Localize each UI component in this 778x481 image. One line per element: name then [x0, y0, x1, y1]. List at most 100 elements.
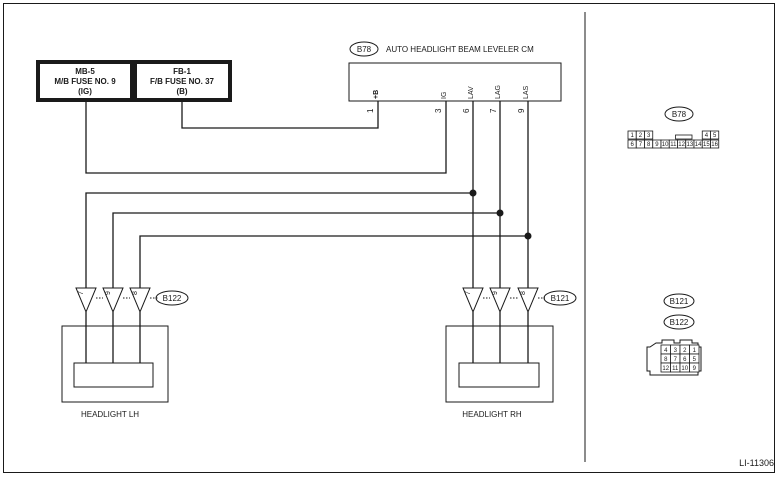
connector-b121-face-tag-label: B121: [670, 297, 689, 306]
b78-latch-notch: [675, 134, 693, 140]
b78-pin-1-label: 1: [630, 133, 634, 139]
fuse-fb-1-type: (B): [176, 87, 187, 96]
connector-terminal-lh-9: [102, 287, 124, 314]
pin-label-plus-b: +B: [373, 90, 380, 99]
connector-b121-tag-label: B121: [551, 294, 570, 303]
pin-label-las: LAS: [523, 85, 530, 99]
b78-pin-9-label: 9: [655, 142, 659, 148]
headlight-lh-label: HEADLIGHT LH: [81, 410, 139, 419]
b78-pin-2-label: 2: [639, 133, 643, 139]
wire-las-lh: [139, 235, 528, 288]
b78-pin-12: 12: [677, 139, 687, 149]
b78-pin-13: 13: [685, 139, 695, 149]
fuse-mb-5-box: [36, 60, 134, 102]
fuse-mb-5-name: MB-5: [75, 67, 95, 76]
connector-b121-face-tag: [663, 293, 695, 309]
pin-label-lav: LAV: [468, 86, 475, 99]
connector-b78-face-tag: [664, 106, 694, 122]
fuse-fb-1-box: [133, 60, 232, 102]
headlight-rh-actuator: [458, 362, 540, 388]
connector-terminal-rh-9: [489, 287, 511, 314]
wire-plus-b-pin1: [181, 100, 379, 129]
pin-number-3: 3: [434, 108, 443, 113]
b78-pin-3: 3: [644, 130, 654, 140]
headlight-rh: 7 9 8 B121 HEADLIGHT RH: [445, 287, 577, 419]
splice-las: [524, 232, 532, 240]
rh-pin-8: 8: [520, 291, 527, 295]
pin-label-lag: LAG: [495, 85, 502, 99]
b121-b122-pin-10: 10: [679, 362, 690, 373]
b78-pin-7: 7: [635, 139, 645, 149]
b78-pin-3-box: [644, 130, 654, 140]
lh-pin-7: 7: [78, 291, 85, 295]
connector-b122-tag-label: B122: [163, 294, 182, 303]
b121-b122-pin-11-label: 11: [672, 366, 679, 372]
b78-pin-1: 1: [627, 130, 637, 140]
fuse-mb-5: MB-5 M/B FUSE NO. 9 (IG): [36, 60, 134, 102]
b78-pin-15-label: 15: [703, 142, 710, 148]
fuse-mb-5-type: (IG): [78, 87, 92, 96]
b78-pin-5-box: [710, 130, 720, 140]
pin-number-7: 7: [489, 108, 498, 113]
connector-terminal-rh-8: [517, 287, 539, 314]
splice-lav: [469, 189, 477, 197]
b121-b122-pin-7-label: 7: [674, 357, 678, 363]
b78-pin-12-label: 12: [678, 142, 685, 148]
b121-b122-pin-8-label: 8: [664, 357, 668, 363]
b121-b122-pin-10-label: 10: [681, 366, 688, 372]
connector-b78-tag-label: B78: [357, 45, 372, 54]
control-module: B78 AUTO HEADLIGHT BEAM LEVELER CM +B IG…: [348, 41, 562, 113]
b121-b122-pin-6-label: 6: [683, 357, 687, 363]
b78-pin-9: 9: [652, 139, 662, 149]
b78-pin-10: 10: [660, 139, 670, 149]
b121-b122-pin-11: 11: [670, 362, 681, 373]
b121-b122-pin-7: 7: [670, 353, 681, 364]
splice-lag: [496, 209, 504, 217]
fuse-mb-5-number: M/B FUSE NO. 9: [54, 77, 116, 86]
b78-pin-4: 4: [701, 130, 711, 140]
wire-lav-lh: [85, 192, 473, 288]
b78-pin-2: 2: [635, 130, 645, 140]
b78-pin-16: 16: [710, 139, 720, 149]
b78-pin-7-label: 7: [639, 142, 643, 148]
connector-b122-face-tag-label: B122: [670, 318, 689, 327]
rh-pin-9: 9: [492, 291, 499, 295]
b78-pin-5-label: 5: [713, 133, 717, 139]
b78-pin-14-label: 14: [695, 142, 702, 148]
b121-b122-pin-4: 4: [660, 344, 671, 355]
b121-b122-pin-12: 12: [660, 362, 671, 373]
b78-pin-10-label: 10: [662, 142, 669, 148]
b121-b122-pin-1-label: 1: [693, 348, 697, 354]
connector-b78-tag: [349, 41, 379, 57]
pin-number-9: 9: [517, 108, 526, 113]
wire-lag-lh: [112, 212, 500, 288]
b78-pin-8-label: 8: [647, 142, 651, 148]
b78-pin-3-label: 3: [647, 133, 651, 139]
fuse-fb-1-name: FB-1: [173, 67, 191, 76]
b121-b122-pin-9-box: [689, 362, 700, 373]
b78-pin-5: 5: [710, 130, 720, 140]
b78-pin-13-label: 13: [687, 142, 694, 148]
figure-id: LI-11306: [739, 458, 774, 468]
connector-b122-face-tag: [663, 314, 695, 330]
b121-b122-pin-2-label: 2: [683, 348, 687, 354]
b78-pin-6-label: 6: [630, 142, 634, 148]
lh-pin-8: 8: [132, 291, 139, 295]
pin-number-1: 1: [366, 108, 375, 113]
fuse-fb-1: FB-1 F/B FUSE NO. 37 (B): [133, 60, 232, 102]
diagram-border: [3, 3, 775, 473]
b78-pin-16-label: 16: [711, 142, 718, 148]
b78-pin-11: 11: [668, 139, 678, 149]
connector-terminal-lh-7: [75, 287, 97, 314]
wire-ig-pin3: [85, 100, 447, 174]
b121-b122-pin-9: 9: [689, 362, 700, 373]
fuse-fb-1-number: F/B FUSE NO. 37: [150, 77, 215, 86]
control-module-box: [348, 62, 562, 102]
connector-b122-tag: [155, 290, 189, 306]
b121-b122-pin-1: 1: [689, 344, 700, 355]
